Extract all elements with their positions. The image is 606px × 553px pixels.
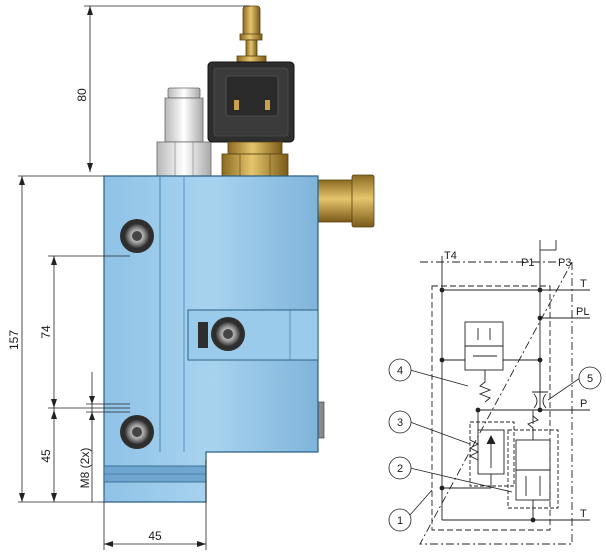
schematic-nodes — [439, 287, 543, 523]
mounting-bolt-bottom — [120, 415, 154, 449]
callout-4: 4 — [397, 365, 403, 377]
white-cartridge — [156, 87, 212, 177]
callout-2: 2 — [397, 463, 403, 475]
port-t4: T4 — [444, 250, 457, 262]
port-pl: PL — [576, 306, 589, 318]
dim-45-horizontal: 45 — [148, 529, 162, 543]
port-t-top: T — [580, 278, 587, 290]
callouts — [388, 358, 602, 532]
callout-3: 3 — [397, 417, 403, 429]
dimension-lines — [18, 5, 250, 550]
dim-m8-bolt: M8 (2x) — [78, 448, 92, 489]
callout-1: 1 — [397, 515, 403, 527]
brass-needle-fitting — [236, 5, 267, 63]
port-t-bottom: T — [580, 508, 587, 520]
solenoid-coil — [207, 61, 295, 143]
brass-hex-nut — [221, 141, 289, 177]
side-port-fitting — [317, 174, 375, 228]
dim-74: 74 — [39, 325, 53, 339]
port-p: P — [580, 398, 587, 410]
dim-45-vertical: 45 — [39, 449, 53, 463]
dimension-arrows — [19, 6, 206, 547]
dim-157: 157 — [7, 330, 21, 350]
port-p3: P3 — [558, 257, 571, 269]
port-p1: P1 — [521, 257, 534, 269]
callout-5: 5 — [587, 373, 593, 385]
mounting-bolt-top — [120, 219, 154, 253]
hydraulic-schematic — [419, 240, 590, 545]
dim-80: 80 — [75, 88, 89, 102]
valve-body — [103, 175, 319, 503]
valve-render — [103, 5, 375, 503]
mounting-bolt-middle — [198, 317, 245, 351]
